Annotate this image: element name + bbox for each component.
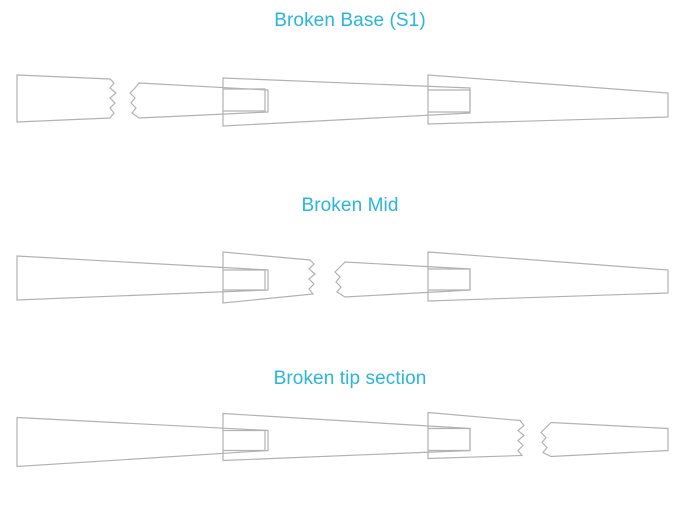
rod-section-butt-right xyxy=(129,82,269,119)
ferrule-joint-1 xyxy=(223,269,266,291)
rod-section-butt xyxy=(16,416,269,468)
panel-broken-tip-section: Broken tip section xyxy=(0,340,700,509)
rod-section-butt xyxy=(16,255,269,301)
rod-section-tip xyxy=(427,251,669,302)
panel-broken-mid: Broken Mid xyxy=(0,170,700,340)
rod-section-mid-left xyxy=(222,251,316,304)
ferrule-joint-2 xyxy=(428,268,471,291)
rod-section-mid xyxy=(222,77,471,127)
rod-section-mid xyxy=(222,412,471,462)
rod-section-tip xyxy=(427,74,669,125)
ferrule-joint-2 xyxy=(428,427,471,452)
ferrule-joint-1 xyxy=(223,88,266,112)
panel-broken-base: Broken Base (S1) xyxy=(0,0,700,170)
panel-title: Broken tip section xyxy=(273,368,427,389)
rod-section-tip-left xyxy=(427,411,525,460)
rod-diagram-broken-base xyxy=(16,74,669,127)
rod-section-butt-left xyxy=(16,74,117,123)
ferrule-joint-2 xyxy=(428,89,471,113)
rod-section-mid-right xyxy=(334,261,471,298)
rod-diagram-broken-tip xyxy=(16,411,669,468)
rod-diagram-broken-mid xyxy=(16,251,669,304)
rod-section-tip-right xyxy=(540,421,669,458)
panel-title: Broken Base (S1) xyxy=(274,10,426,31)
panel-title: Broken Mid xyxy=(301,195,399,216)
ferrule-joint-1 xyxy=(223,429,266,452)
